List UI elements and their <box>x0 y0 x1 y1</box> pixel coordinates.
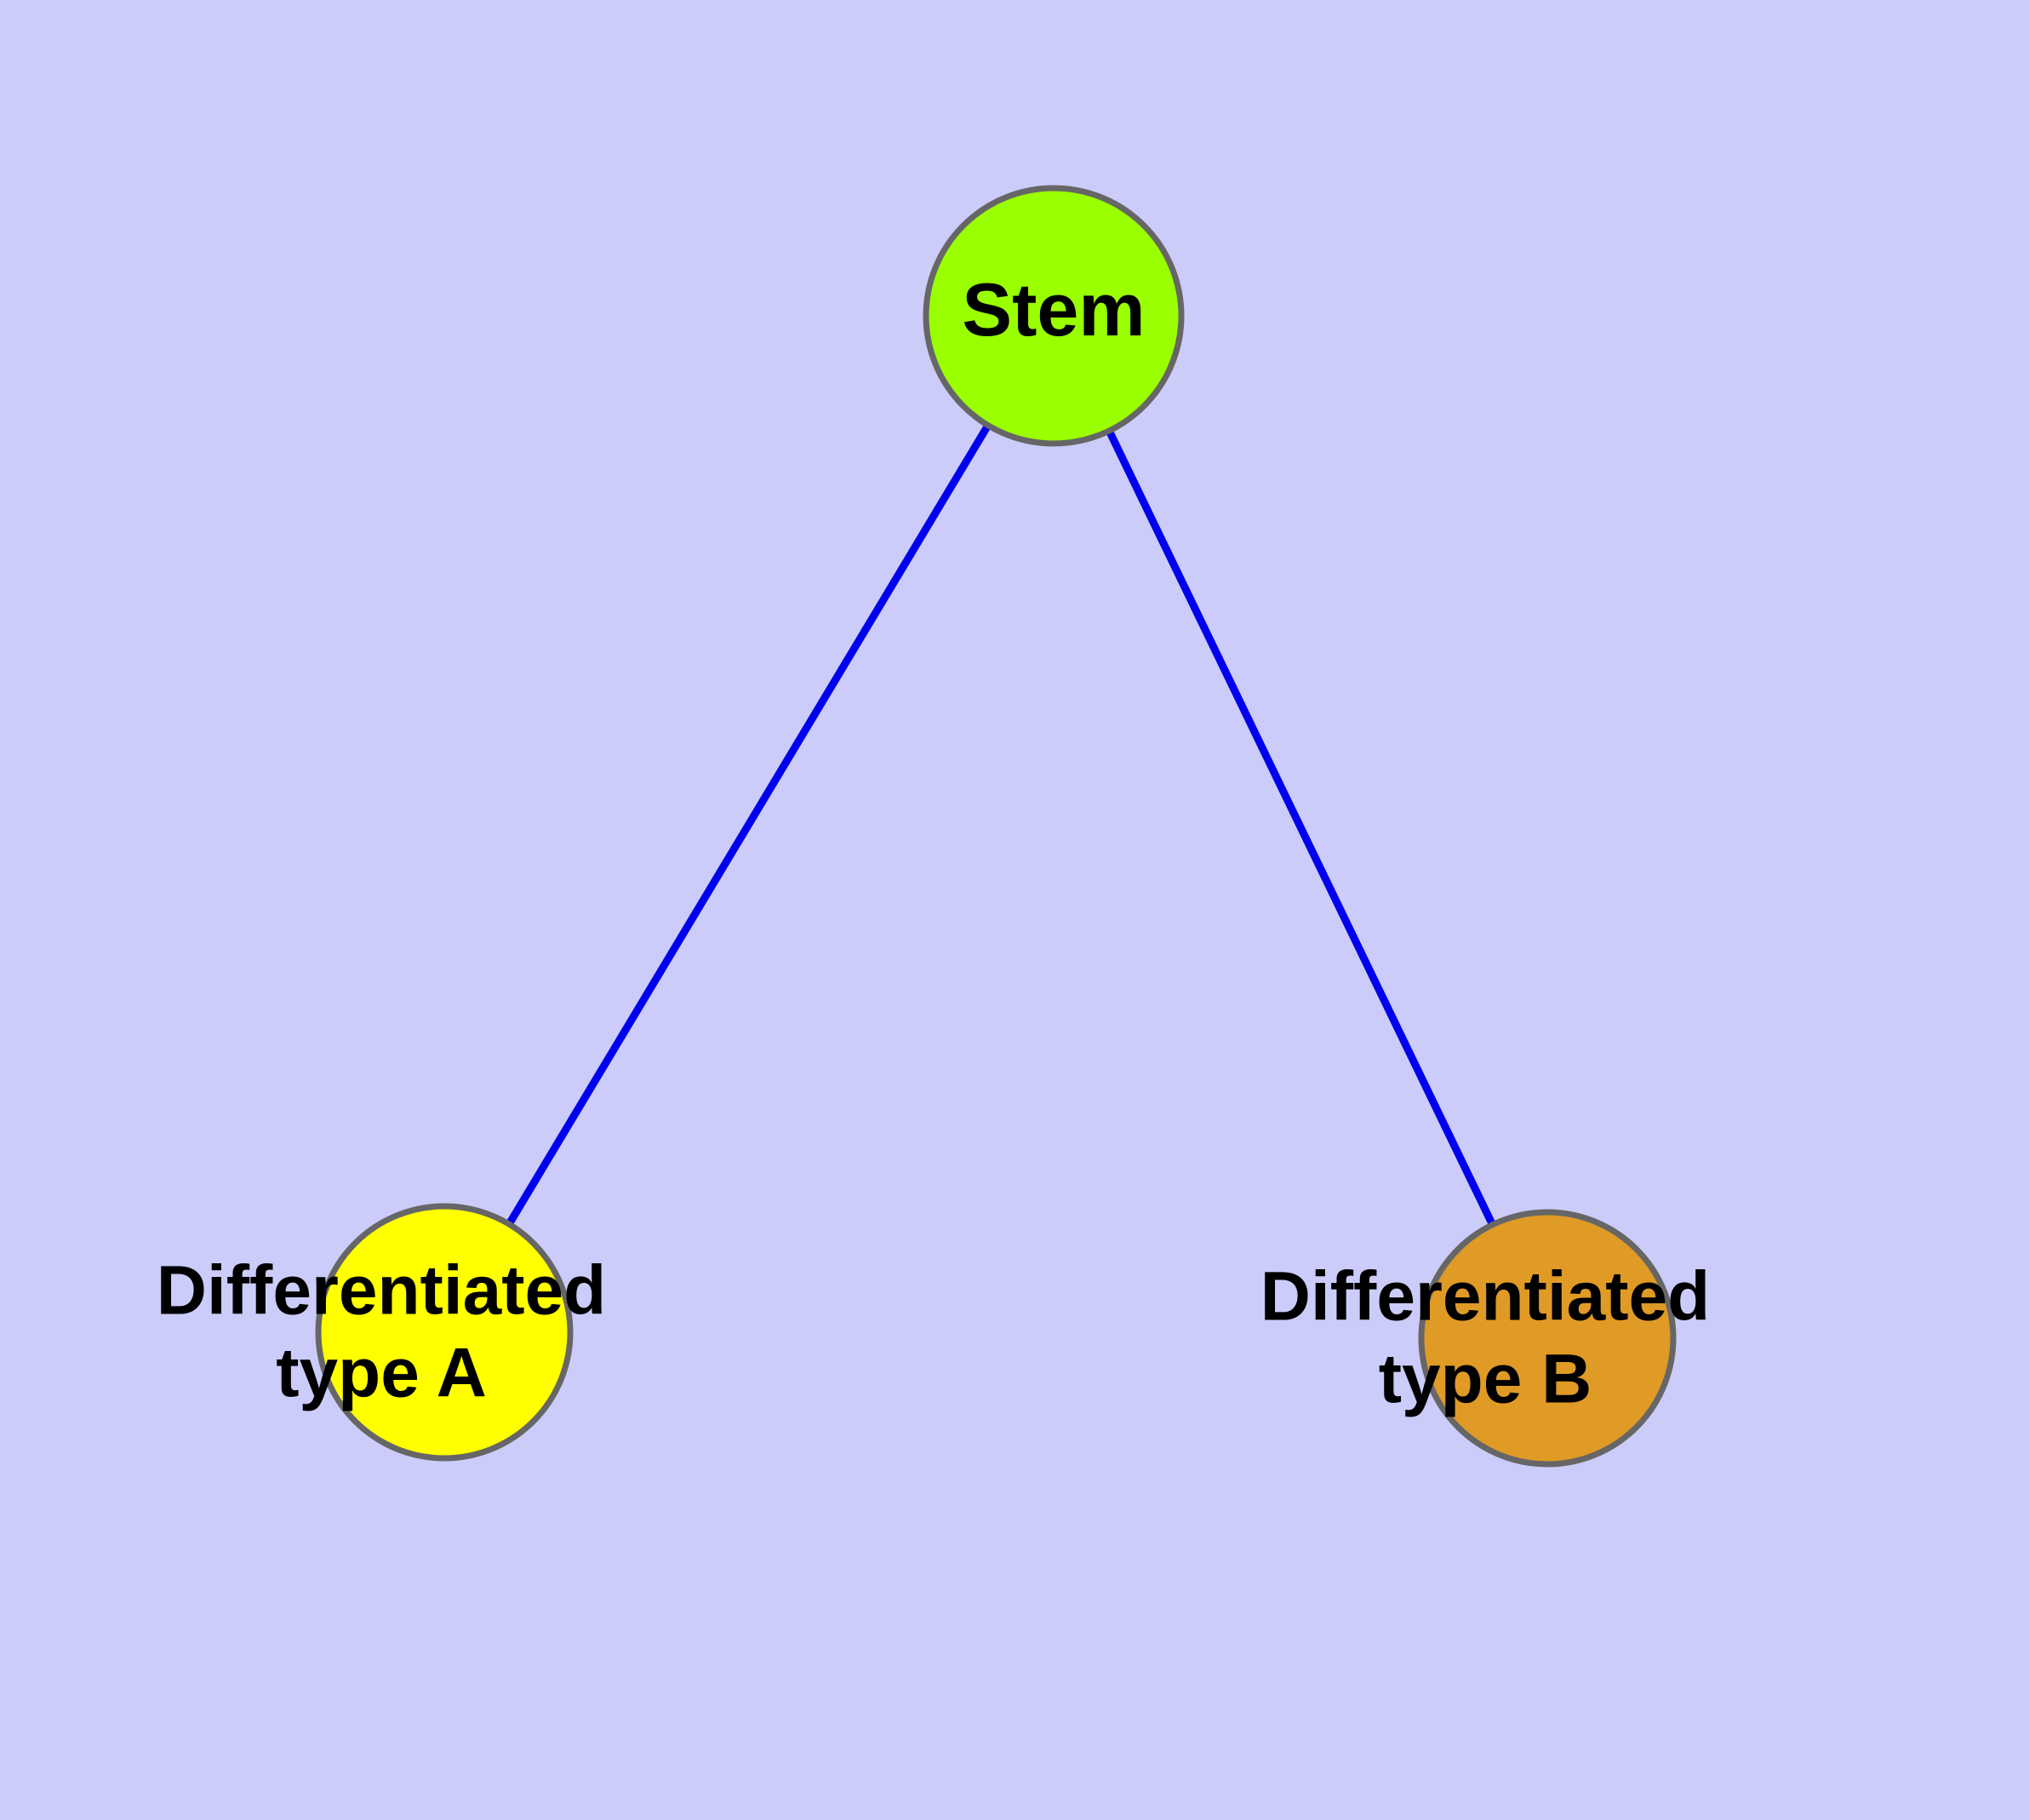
graph-edge-stem-diff_a[interactable] <box>505 421 992 1228</box>
graph-node-diff_b[interactable] <box>1418 1209 1677 1468</box>
graph-edge-stem-diff_b[interactable] <box>1105 427 1497 1228</box>
nodes-layer <box>315 185 1677 1468</box>
graph-node-label-line: Differentiated <box>1260 1257 1711 1335</box>
graph-node-label-line: type A <box>276 1334 487 1411</box>
graph-node-label-line: type B <box>1379 1340 1592 1417</box>
graph-node-diff_a[interactable] <box>315 1203 574 1462</box>
edges-layer <box>505 421 1497 1228</box>
graph-node-label-stem: Stem <box>962 267 1145 352</box>
graph-node-label-line: Stem <box>962 267 1145 352</box>
graph-node-stem[interactable] <box>923 185 1185 447</box>
graph-node-label-line: Differentiated <box>157 1251 607 1329</box>
